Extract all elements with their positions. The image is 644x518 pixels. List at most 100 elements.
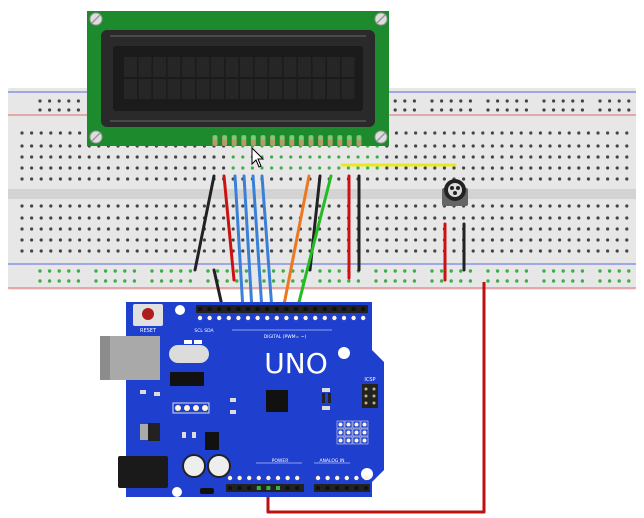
header-socket[interactable] — [285, 486, 290, 490]
header-socket[interactable] — [255, 307, 260, 311]
wire-blue-d12[interactable] — [233, 174, 245, 312]
lcd-character-cell — [225, 57, 239, 77]
rail-hole — [552, 99, 556, 103]
header-socket[interactable] — [316, 486, 320, 490]
header-socket[interactable] — [274, 307, 279, 311]
header-socket[interactable] — [237, 486, 242, 490]
wire-blue-d9[interactable] — [260, 174, 274, 312]
header-socket[interactable] — [284, 307, 289, 311]
breadboard-hole — [68, 238, 72, 242]
breadboard-hole — [471, 216, 475, 220]
icsp-header[interactable] — [362, 384, 378, 408]
breadboard-hole — [145, 227, 149, 231]
header-socket[interactable] — [335, 486, 340, 490]
header-socket[interactable] — [198, 307, 202, 311]
header-socket[interactable] — [322, 307, 327, 311]
header-socket[interactable] — [266, 486, 271, 490]
rail-hole — [179, 279, 183, 283]
rail-hole — [598, 99, 602, 103]
header-socket[interactable] — [217, 307, 222, 311]
breadboard-hole — [586, 238, 591, 242]
header-socket[interactable] — [294, 307, 298, 311]
rail-hole — [67, 99, 71, 103]
breadboard-hole — [78, 131, 82, 135]
rail-hole — [542, 108, 546, 112]
header-socket[interactable] — [265, 307, 270, 311]
wire-blue-d10[interactable] — [251, 174, 264, 312]
breadboard-hole — [126, 177, 130, 181]
header-socket[interactable] — [207, 307, 212, 311]
wire-blue-d11[interactable] — [242, 174, 254, 312]
breadboard-hole — [385, 227, 389, 231]
power-header[interactable] — [226, 484, 304, 492]
lcd-pin-pad — [328, 135, 333, 141]
wire-green-d7[interactable] — [295, 174, 333, 312]
breadboard-hole — [538, 249, 543, 253]
header-socket[interactable] — [325, 486, 330, 490]
breadboard-hole — [404, 204, 408, 208]
pin-pad — [332, 315, 337, 321]
breadboard-hole — [500, 238, 504, 242]
header-socket[interactable] — [342, 307, 346, 311]
pad-hole — [346, 438, 351, 443]
capacitor — [182, 454, 206, 478]
digital-header[interactable] — [196, 305, 368, 313]
usb-port-edge — [100, 336, 110, 380]
pin-pad — [325, 475, 330, 481]
breadboard-hole — [183, 204, 187, 208]
header-socket[interactable] — [295, 486, 300, 490]
reset-button[interactable] — [142, 308, 154, 320]
rail-hole — [580, 279, 585, 283]
rail-hole — [617, 99, 621, 103]
breadboard-hole — [586, 249, 591, 253]
wire-orange-d8[interactable] — [281, 174, 311, 312]
rail-hole — [300, 269, 305, 273]
breadboard-hole — [471, 166, 475, 170]
breadboard-hole — [279, 177, 283, 181]
header-socket[interactable] — [361, 307, 366, 311]
breadboard-hole — [577, 227, 581, 231]
breadboard-hole — [30, 227, 34, 231]
header-socket[interactable] — [332, 307, 337, 311]
header-socket[interactable] — [226, 307, 231, 311]
potentiometer[interactable] — [442, 179, 468, 206]
pad-hole — [362, 438, 367, 443]
breadboard-hole — [471, 204, 475, 208]
breadboard-hole — [510, 177, 514, 181]
breadboard-hole — [202, 204, 206, 208]
breadboard-hole — [586, 166, 591, 170]
dc-power-jack[interactable] — [118, 456, 168, 488]
wire-red-lcd-vcc[interactable] — [222, 174, 236, 282]
wire-red-5v-power[interactable] — [266, 282, 486, 514]
pin-pad — [245, 315, 251, 321]
breadboard-hole — [222, 227, 226, 231]
breadboard-hole — [510, 204, 514, 208]
header-socket[interactable] — [351, 307, 356, 311]
wire-black-lcd-gnd[interactable] — [193, 174, 216, 272]
breadboard-hole — [500, 204, 504, 208]
breadboard-hole — [625, 166, 629, 170]
header-socket[interactable] — [276, 486, 280, 490]
breadboard-hole — [30, 249, 34, 253]
header-socket[interactable] — [246, 307, 250, 311]
breadboard-hole — [58, 166, 63, 170]
header-socket[interactable] — [247, 486, 252, 490]
header-socket[interactable] — [344, 486, 349, 490]
header-socket[interactable] — [228, 486, 232, 490]
breadboard-hole — [298, 177, 302, 181]
breadboard-hole — [270, 227, 274, 231]
breadboard-hole — [577, 131, 581, 135]
header-socket[interactable] — [354, 486, 359, 490]
header-socket[interactable] — [256, 486, 261, 490]
breadboard-hole — [270, 177, 274, 181]
header-socket[interactable] — [236, 307, 241, 311]
header-socket[interactable] — [313, 307, 318, 311]
pad-hole — [338, 438, 343, 443]
header-socket[interactable] — [364, 486, 368, 490]
breadboard-hole — [260, 166, 264, 170]
header-socket[interactable] — [303, 307, 308, 311]
four-pin-header — [172, 402, 210, 414]
breadboard-hole — [87, 155, 91, 159]
breadboard-hole — [202, 155, 206, 159]
analog-header[interactable] — [314, 484, 370, 492]
